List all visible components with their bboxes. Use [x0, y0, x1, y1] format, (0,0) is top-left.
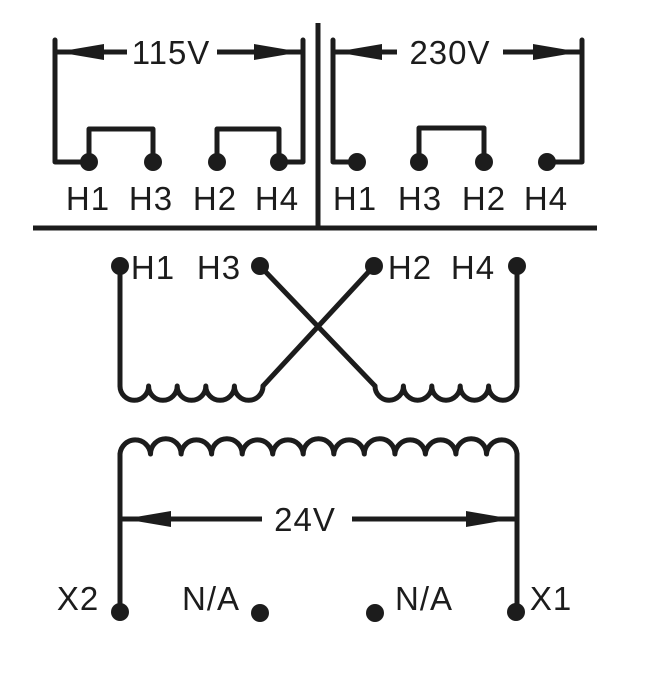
terminal-label-h2: H2: [462, 180, 506, 217]
terminal-label-na-right: N/A: [395, 580, 453, 617]
feed-wire-left: [52, 37, 92, 165]
terminal-label-h2: H2: [388, 249, 432, 286]
connection-115v: 115V H1 H3 H2 H4: [52, 34, 306, 217]
terminal-label-na-left: N/A: [182, 580, 240, 617]
terminal-dot-h4: [538, 153, 556, 171]
terminal-label-x1: X1: [530, 580, 572, 617]
dimension-arrow-right-icon: [254, 44, 301, 60]
terminal-dot-h3: [251, 257, 269, 275]
terminal-label-h4: H4: [255, 180, 299, 217]
terminal-label-h2: H2: [193, 180, 237, 217]
secondary-winding: 24V X2 N/A N/A X1: [57, 436, 572, 622]
voltage-label-24v: 24V: [274, 501, 336, 538]
voltage-label-230v: 230V: [409, 34, 490, 71]
terminal-dot-h1: [111, 257, 129, 275]
jumper-h3-h2: [416, 125, 487, 165]
terminal-dot-h4: [270, 153, 288, 171]
terminal-dot-h2: [365, 257, 383, 275]
terminal-dot-x2: [111, 603, 129, 621]
terminal-label-h1: H1: [131, 249, 175, 286]
feed-wire-right: [544, 37, 585, 165]
terminal-label-h1: H1: [333, 180, 377, 217]
terminal-dot-h1: [80, 153, 98, 171]
primary-windings: H1 H3 H2 H4: [111, 249, 526, 403]
dimension-arrow-right-icon: [466, 511, 513, 527]
terminal-dot-na-right: [366, 604, 384, 622]
terminal-dot-h3: [410, 153, 428, 171]
feed-wire-right: [276, 37, 306, 165]
dimension-arrow-left-icon: [124, 511, 171, 527]
dimension-arrow-left-icon: [57, 44, 104, 60]
terminal-dot-x1: [507, 603, 525, 621]
connection-230v: 230V H1 H3 H2 H4: [330, 34, 585, 217]
dimension-arrow-right-icon: [533, 44, 580, 60]
terminal-label-x2: X2: [57, 580, 99, 617]
terminal-label-h4: H4: [524, 180, 568, 217]
terminal-dot-h2: [208, 153, 226, 171]
terminal-dot-h3: [144, 153, 162, 171]
crossover-wire-to-h3: [257, 263, 378, 389]
terminal-dot-h4: [508, 257, 526, 275]
terminal-label-h4: H4: [451, 249, 495, 286]
voltage-label-115v: 115V: [132, 34, 211, 71]
feed-wire-left: [330, 37, 360, 165]
terminal-label-h3: H3: [197, 249, 241, 286]
jumper-h1-h3: [86, 126, 156, 165]
secondary-coil: [117, 436, 520, 457]
primary-coil-right: [372, 383, 520, 403]
dimension-arrow-left-icon: [335, 44, 382, 60]
terminal-dot-h2: [475, 153, 493, 171]
primary-coil-left: [117, 383, 266, 403]
terminal-label-h3: H3: [398, 180, 442, 217]
terminal-dot-h1: [348, 153, 366, 171]
terminal-label-h3: H3: [129, 180, 173, 217]
jumper-h2-h4: [214, 126, 282, 165]
terminal-label-h1: H1: [66, 180, 110, 217]
terminal-dot-na-left: [251, 604, 269, 622]
